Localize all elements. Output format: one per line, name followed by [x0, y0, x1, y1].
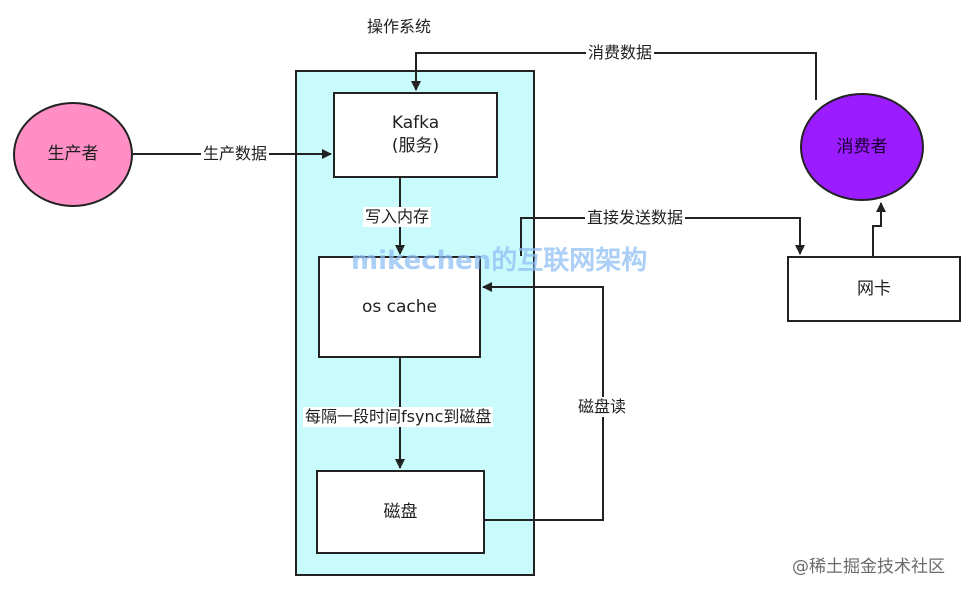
- os-label: 操作系统: [367, 17, 432, 36]
- edge-nic-to-consumer-arrow: [872, 202, 886, 256]
- edge-fsync-label: 每隔一段时间fsync到磁盘: [303, 407, 494, 427]
- edge-consume-label: 消费数据: [586, 43, 655, 63]
- edge-produce-label: 生产数据: [201, 144, 270, 164]
- nic-box: 网卡: [787, 256, 961, 322]
- kafka-sublabel: (服务): [391, 136, 440, 156]
- consumer-label: 消费者: [836, 136, 888, 157]
- nic-label: 网卡: [857, 278, 891, 299]
- consumer-node: 消费者: [800, 93, 924, 201]
- disk-label: 磁盘: [383, 501, 418, 522]
- os-cache-label: os cache: [361, 296, 437, 317]
- watermark-text: mikechen的互联网架构: [351, 246, 648, 276]
- producer-node: 生产者: [13, 102, 133, 207]
- os-cache-box: os cache: [318, 256, 481, 358]
- edge-write-memory-label: 写入内存: [363, 207, 432, 227]
- producer-label: 生产者: [47, 144, 99, 165]
- edge-disk-read-label: 磁盘读: [576, 397, 629, 417]
- source-credit: @稀土掘金技术社区: [792, 557, 945, 577]
- disk-box: 磁盘: [316, 470, 485, 554]
- edge-send-direct-label: 直接发送数据: [585, 208, 686, 228]
- kafka-label: Kafka: [391, 113, 440, 134]
- kafka-service-box: Kafka (服务): [333, 92, 498, 178]
